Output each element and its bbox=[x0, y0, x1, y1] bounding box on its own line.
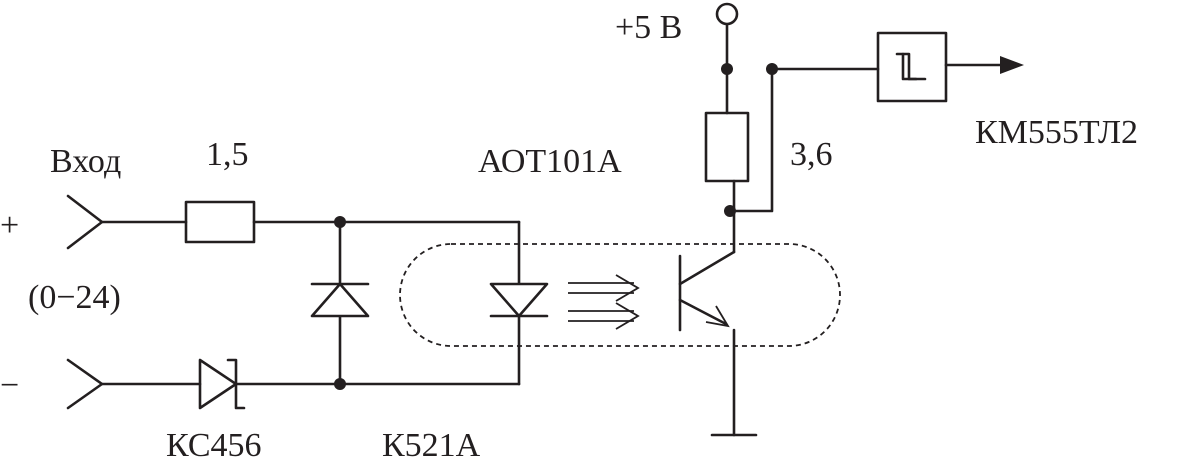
input-resistor-value: 1,5 bbox=[206, 136, 249, 173]
minus-terminal-symbol bbox=[66, 358, 104, 410]
optocoupler-label: АОТ101А bbox=[478, 143, 622, 180]
plus-terminal-symbol bbox=[66, 194, 104, 250]
pullup-resistor-value: 3,6 bbox=[790, 136, 833, 173]
input-label: Вход bbox=[50, 143, 121, 180]
optocoupler-led bbox=[489, 282, 549, 318]
minus-terminal-label: − bbox=[0, 367, 19, 404]
optocoupler-enclosure bbox=[399, 243, 841, 347]
supply-label: +5 В bbox=[615, 9, 682, 46]
zener-label: КС456 bbox=[166, 427, 262, 459]
pullup-resistor bbox=[704, 111, 750, 183]
phototransistor bbox=[678, 250, 736, 332]
input-range-label: (0−24) bbox=[28, 279, 121, 316]
junction-dot bbox=[766, 63, 778, 75]
output-arrow-icon bbox=[1000, 56, 1024, 74]
input-resistor bbox=[184, 200, 256, 244]
plus-terminal-label: + bbox=[0, 207, 19, 244]
schmitt-trigger-icon bbox=[895, 52, 927, 81]
junction-dot bbox=[721, 63, 733, 75]
protection-diode bbox=[310, 282, 370, 318]
supply-terminal bbox=[715, 2, 739, 26]
light-arrows-icon bbox=[568, 274, 640, 330]
schmitt-ic-label: КМ555ТЛ2 bbox=[975, 114, 1138, 151]
schmitt-trigger-block bbox=[876, 31, 948, 103]
diode-label: К521А bbox=[382, 427, 481, 459]
output-wire bbox=[728, 67, 880, 213]
